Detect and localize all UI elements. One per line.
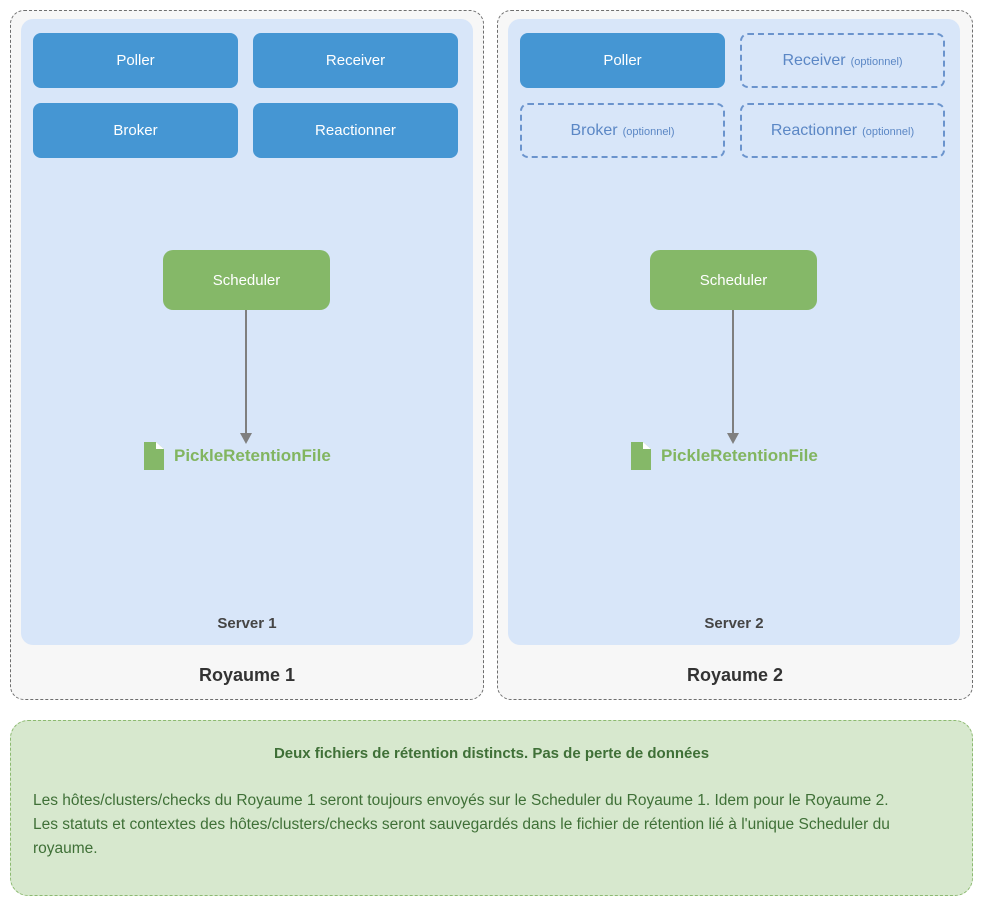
retention-file-label: PickleRetentionFile: [661, 446, 818, 465]
component-poller: Poller: [33, 33, 238, 88]
arrow-line: [245, 310, 247, 435]
component-label: Broker: [113, 122, 158, 139]
optional-tag: (optionnel): [850, 55, 903, 68]
component-broker: Broker: [33, 103, 238, 158]
arrow-head: [727, 433, 739, 444]
component-label: Broker: [570, 121, 618, 139]
arrow-head: [240, 433, 252, 444]
component-broker-optional: Broker (optionnel): [520, 103, 725, 158]
server-1-box: Poller Receiver Broker Reactionner Sched…: [21, 19, 473, 645]
component-label: Receiver: [325, 52, 386, 69]
realm-2-panel: Poller Receiver (optionnel) Broker (opti…: [497, 10, 973, 700]
note-paragraph: Les hôtes/clusters/checks du Royaume 1 s…: [33, 792, 889, 809]
component-label: Reactionner: [315, 122, 396, 139]
realm-1-panel: Poller Receiver Broker Reactionner Sched…: [10, 10, 484, 700]
scheduler-box: Scheduler: [163, 250, 330, 310]
realm-title: Royaume 1: [198, 665, 296, 685]
arrow-line: [732, 310, 734, 435]
component-label: Poller: [116, 52, 155, 69]
optional-tag: (optionnel): [622, 125, 675, 138]
component-label: Receiver: [782, 51, 846, 69]
scheduler-to-file-arrow: [240, 310, 252, 444]
retention-file-label: PickleRetentionFile: [174, 446, 331, 465]
scheduler-box: Scheduler: [650, 250, 817, 310]
retention-file: PickleRetentionFile: [629, 440, 818, 472]
component-reactionner: Reactionner: [253, 103, 458, 158]
retention-file: PickleRetentionFile: [142, 440, 331, 472]
realm-title: Royaume 2: [686, 665, 784, 685]
note-paragraph: Les statuts et contextes des hôtes/clust…: [33, 816, 890, 857]
component-reactionner-optional: Reactionner (optionnel): [740, 103, 945, 158]
file-icon: [631, 442, 651, 470]
scheduler-to-file-arrow: [727, 310, 739, 444]
retention-note-box: Deux fichiers de rétention distincts. Pa…: [10, 720, 973, 896]
note-body: Les hôtes/clusters/checks du Royaume 1 s…: [33, 789, 950, 861]
component-poller: Poller: [520, 33, 725, 88]
file-icon: [144, 442, 164, 470]
note-title: Deux fichiers de rétention distincts. Pa…: [273, 745, 710, 762]
component-label: Reactionner: [770, 121, 858, 139]
server-label: Server 2: [704, 615, 764, 632]
component-receiver: Receiver: [253, 33, 458, 88]
server-label: Server 1: [217, 615, 277, 632]
server-2-box: Poller Receiver (optionnel) Broker (opti…: [508, 19, 960, 645]
optional-tag: (optionnel): [862, 125, 915, 138]
component-label: Poller: [603, 52, 642, 69]
component-receiver-optional: Receiver (optionnel): [740, 33, 945, 88]
